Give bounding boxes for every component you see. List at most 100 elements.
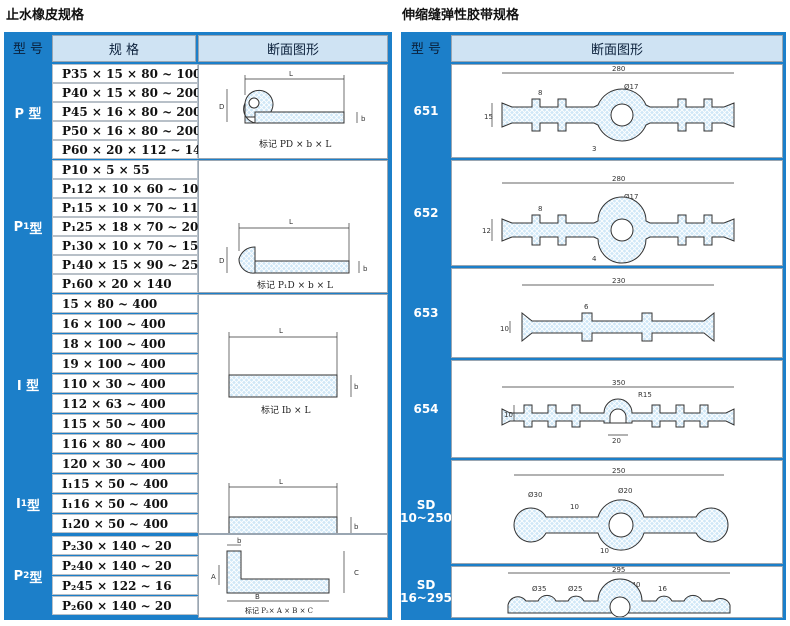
dim-width: 350 [612, 379, 625, 387]
dim-web: 10 [600, 547, 609, 555]
spec-row: I₁20 × 50 ~ 400 [52, 514, 198, 533]
dim-L: L [279, 478, 283, 486]
p-type-diagram: L D b 标记 PD × b × L [219, 70, 366, 150]
spec-row: 19 × 100 ~ 400 [52, 354, 198, 373]
spec-row: P35 × 15 × 80 ~ 100 [52, 64, 201, 83]
dim-hole: Ø17 [624, 83, 638, 91]
dim-width: 230 [612, 277, 625, 285]
dim-web: 4 [592, 255, 597, 263]
header-type: 型 号 [410, 41, 442, 57]
section-p1: L D b 标记 P₁D × b × L [198, 160, 388, 293]
header-section-cell [198, 35, 388, 62]
dim-bulb: Ø30 [528, 491, 542, 499]
section-654: 350 R15 10 20 [451, 360, 783, 458]
dim-thickness: 10 [504, 411, 513, 419]
water-stop-rubber-table: 型 号 规 格 断面图形 P 型 P35 × 15 × 80 ~ 100 P40… [4, 32, 392, 620]
dim-D: D [219, 103, 224, 111]
dim-A: A [211, 573, 216, 581]
i-type-diagram: L b 标记 Ib × L L b [228, 327, 359, 538]
dim-rib: Ø25 [568, 585, 582, 593]
mark-p: 标记 PD × b × L [259, 138, 331, 150]
dim-L: L [289, 70, 293, 78]
spec-row: P₁12 × 10 × 60 ~ 100 [52, 179, 207, 198]
dim-B: B [255, 593, 260, 601]
dim-width: 250 [612, 467, 625, 475]
spec-row: I₁16 × 50 ~ 400 [52, 494, 198, 513]
section-sd-16-295: 295 Ø40 Ø35 Ø25 16 [451, 566, 783, 618]
spec-row: 16 × 100 ~ 400 [52, 314, 198, 333]
type-651: 651 [413, 103, 439, 118]
dim-b: b [354, 523, 359, 531]
spec-row: I₁15 × 50 ~ 400 [52, 474, 198, 493]
spec-row: P50 × 16 × 80 ~ 200 [52, 121, 201, 140]
right-table-title: 伸缩缝弹性胶带规格 [402, 8, 520, 23]
left-table-title: 止水橡皮规格 [6, 8, 85, 23]
header-spec-cell [52, 35, 196, 62]
spec-row: P₁25 × 18 × 70 ~ 200 [52, 217, 207, 236]
diagram-sd-10-250: 250 Ø20 Ø30 10 10 [513, 467, 729, 555]
type-654: 654 [413, 401, 439, 416]
section-i: L b 标记 Ib × L L b [198, 294, 388, 538]
diagram-652: 280 Ø17 12 8 4 [482, 175, 735, 264]
dim-b: b [354, 383, 359, 391]
mark-p1: 标记 P₁D × b × L [257, 279, 333, 291]
dim-rib: 6 [584, 303, 589, 311]
dim-b: b [363, 265, 368, 273]
spec-row: P₂60 × 140 ~ 20 [52, 596, 198, 615]
spec-row: 15 × 80 ~ 400 [52, 294, 198, 313]
dim-L: L [279, 327, 283, 335]
diagram-651: 280 Ø17 15 8 3 [484, 65, 735, 153]
spec-row: P40 × 15 × 80 ~ 200 [52, 83, 201, 102]
dim-bulb: Ø35 [532, 585, 546, 593]
spec-row: 110 × 30 ~ 400 [52, 374, 198, 393]
dim-D: D [219, 257, 224, 265]
section-sd-10-250: 250 Ø20 Ø30 10 10 [451, 460, 783, 564]
spec-row: P₂30 × 140 ~ 20 [52, 536, 198, 555]
dim-thickness: 15 [484, 113, 493, 121]
mark-p2: 标记 P₂× A × B × C [245, 606, 313, 615]
spec-row: P₁60 × 20 × 140 [52, 274, 198, 293]
dim-thickness: 10 [570, 503, 579, 511]
spec-row: P45 × 16 × 80 ~ 200 [52, 102, 201, 121]
type-652: 652 [413, 205, 439, 220]
dim-C: C [354, 569, 359, 577]
header-section: 断面图形 [266, 43, 319, 58]
diagram-sd-16-295: 295 Ø40 Ø35 Ø25 16 [507, 566, 731, 618]
p1-type-diagram: L D b 标记 P₁D × b × L [219, 218, 368, 291]
dim-hole: Ø17 [624, 193, 638, 201]
spec-row: P₁30 × 10 × 70 ~ 150 [52, 236, 207, 255]
dim-width: 280 [612, 175, 625, 183]
spec-row: 115 × 50 ~ 400 [52, 414, 198, 433]
section-651: 280 Ø17 15 8 3 [451, 64, 783, 158]
spec-row: P₁40 × 15 × 90 ~ 250 [52, 255, 207, 274]
diagram-653: 230 10 6 [500, 277, 715, 343]
dim-thickness: 16 [658, 585, 667, 593]
dim-b: b [361, 115, 366, 123]
section-p: L D b 标记 PD × b × L [198, 64, 388, 159]
dim-thickness: 10 [500, 325, 509, 333]
expansion-joint-table: 型 号 断面图形 651 280 Ø17 15 8 3 652 280 Ø17 … [400, 32, 786, 620]
dim-b: b [237, 537, 242, 545]
dim-gap: 20 [612, 437, 621, 445]
header-type: 型 号 [12, 41, 44, 57]
dim-hole: Ø20 [618, 487, 632, 495]
header-section: 断面图形 [590, 43, 643, 58]
p2-type-diagram: b A B C 标记 P₂× A × B × C [211, 537, 359, 615]
spec-row: 120 × 30 ~ 400 [52, 454, 198, 473]
spec-row: 116 × 80 ~ 400 [52, 434, 198, 453]
dim-web: 3 [592, 145, 596, 153]
type-p: P 型 [14, 106, 42, 122]
dim-radius: R15 [638, 391, 652, 399]
spec-row: P₂40 × 140 ~ 20 [52, 556, 198, 575]
spec-row: 112 × 63 ~ 400 [52, 394, 198, 413]
dim-rib: 8 [538, 89, 542, 97]
section-652: 280 Ø17 12 8 4 [451, 160, 783, 266]
dim-width: 280 [612, 65, 625, 73]
spec-row: P₁15 × 10 × 70 ~ 112 [52, 198, 207, 217]
mark-i: 标记 Ib × L [261, 404, 310, 416]
spec-row: P60 × 20 × 112 ~ 140 [52, 140, 210, 159]
